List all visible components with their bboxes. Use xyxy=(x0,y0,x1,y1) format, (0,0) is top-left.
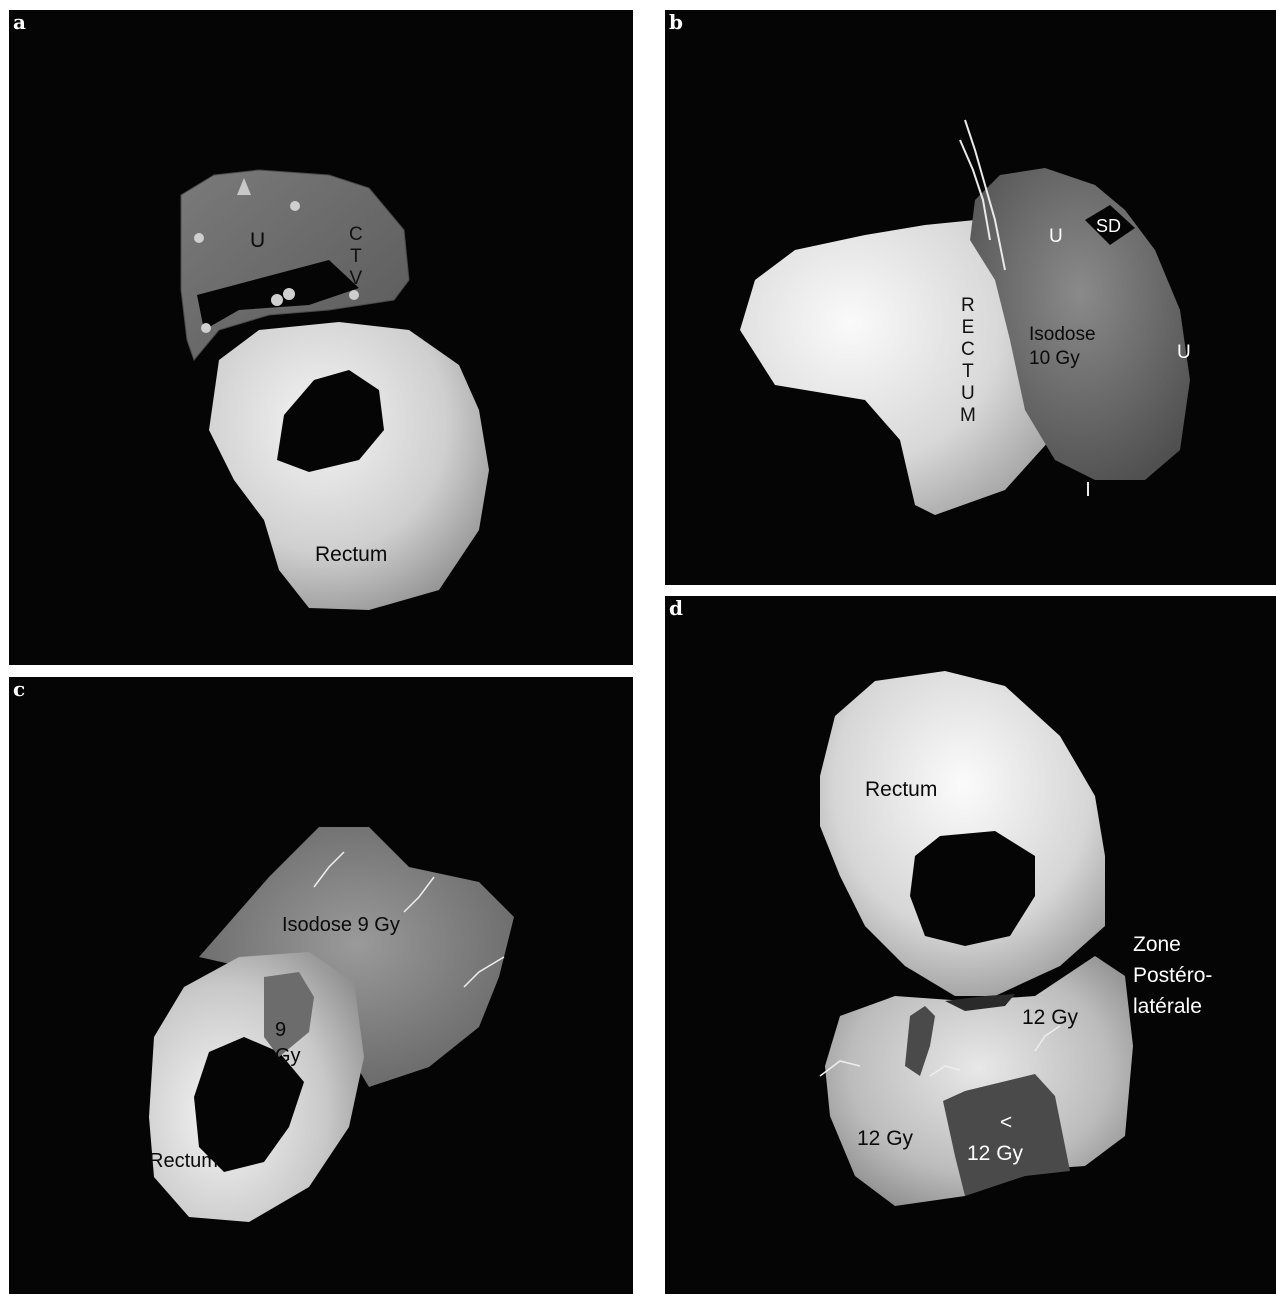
label-rectum-m: M xyxy=(960,405,976,427)
label-low-line2: 12 Gy xyxy=(967,1143,1023,1165)
label-rectum-e: E xyxy=(962,317,975,339)
panel-c-image xyxy=(9,677,633,1294)
label-uterus: U xyxy=(250,230,265,252)
label-u-right: U xyxy=(1177,342,1191,364)
rectum-surface xyxy=(820,671,1105,996)
label-rectum: Rectum xyxy=(315,544,387,566)
label-ctv: C T V xyxy=(349,224,363,290)
label-isodose-line1: Isodose xyxy=(1029,324,1096,346)
label-sd: SD xyxy=(1096,215,1121,237)
label-ctv-t: T xyxy=(350,246,362,268)
label-rectum: Rectum xyxy=(149,1150,218,1172)
panel-b: b U SD U R E C T U M Isodose 10 Gy xyxy=(665,10,1276,585)
panel-d: d Rectum Zone Postéro- latérale 12 Gy 12… xyxy=(665,596,1276,1294)
label-rectum-u: U xyxy=(961,383,975,405)
label-9: 9 xyxy=(275,1019,286,1041)
label-rectum-vertical: R E C T U M xyxy=(960,295,976,427)
panel-a: a U C T V Rectum xyxy=(9,10,633,665)
label-u-top: U xyxy=(1049,226,1063,248)
panel-d-image xyxy=(665,596,1276,1294)
panel-c-letter: c xyxy=(13,677,25,701)
panel-d-letter: d xyxy=(669,596,683,620)
label-rectum: Rectum xyxy=(865,779,937,801)
label-zone-line2: Postéro- xyxy=(1133,965,1212,987)
panel-b-letter: b xyxy=(669,10,683,34)
label-isodose-9gy: Isodose 9 Gy xyxy=(282,914,400,936)
label-rectum-r: R xyxy=(961,295,975,317)
label-zone-line3: latérale xyxy=(1133,996,1202,1018)
panel-a-letter: a xyxy=(13,10,26,34)
label-rectum-c: C xyxy=(961,339,975,361)
label-dose-left: 12 Gy xyxy=(857,1128,913,1150)
label-gy: Gy xyxy=(275,1045,301,1067)
panel-c: c Isodose 9 Gy 9 Gy Rectum xyxy=(9,677,633,1294)
label-ctv-c: C xyxy=(349,224,363,246)
label-ctv-v: V xyxy=(350,268,363,290)
label-low-line1: < xyxy=(991,1112,1021,1134)
label-dose-right: 12 Gy xyxy=(1022,1007,1078,1029)
label-zone-line1: Zone xyxy=(1133,934,1181,956)
rectum-surface xyxy=(209,322,489,610)
label-rectum-t: T xyxy=(962,361,974,383)
label-isodose-line2: 10 Gy xyxy=(1029,348,1080,370)
panel-a-image xyxy=(9,10,633,665)
